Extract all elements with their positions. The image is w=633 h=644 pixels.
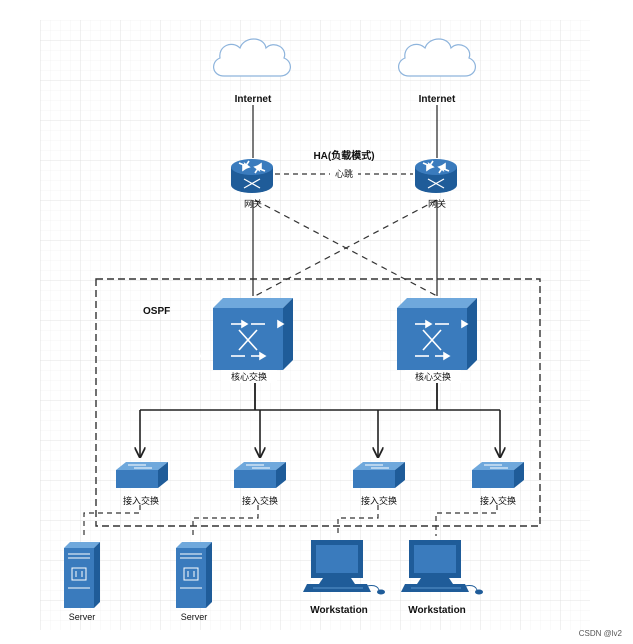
internet-label-left: Internet [235, 94, 272, 105]
heartbeat-label: 心跳 [335, 168, 353, 179]
server-label-2: Server [181, 612, 208, 622]
heartbeat-label-bg [330, 167, 358, 179]
server-icon[interactable] [175, 541, 213, 609]
grid-background [40, 20, 590, 630]
gateway-label-left: 网关 [244, 198, 262, 209]
access-switch-icon[interactable] [233, 461, 287, 489]
core-label-right: 核心交换 [415, 371, 451, 382]
access-label-4: 接入交换 [480, 495, 516, 506]
access-label-2: 接入交换 [242, 495, 278, 506]
cross-links [254, 199, 438, 297]
workstation-label-1: Workstation [310, 605, 368, 616]
ha-title: HA(负载模式) [313, 149, 374, 162]
gateway-label-right: 网关 [428, 198, 446, 209]
internet-label-right: Internet [419, 94, 456, 105]
router-icon[interactable] [414, 158, 458, 194]
core-label-bg [221, 370, 277, 383]
workstation-label-2: Workstation [408, 605, 466, 616]
access-endpoint-links [83, 505, 498, 536]
server-icon[interactable] [63, 541, 101, 609]
ospf-area-box [95, 278, 541, 527]
core-access-links [140, 366, 500, 457]
ospf-label: OSPF [143, 306, 170, 317]
access-switch-icon[interactable] [471, 461, 525, 489]
gateway-core-links [252, 200, 438, 296]
access-label-3: 接入交换 [361, 495, 397, 506]
access-switch-icon[interactable] [115, 461, 169, 489]
server-label-1: Server [69, 612, 96, 622]
watermark: CSDN @lv2 [579, 629, 623, 638]
access-switch-icon[interactable] [352, 461, 406, 489]
core-label-left: 核心交换 [231, 371, 267, 382]
router-icon[interactable] [230, 158, 274, 194]
access-label-1: 接入交换 [123, 495, 159, 506]
core-label-bg [405, 370, 461, 383]
uplinks [252, 105, 438, 158]
